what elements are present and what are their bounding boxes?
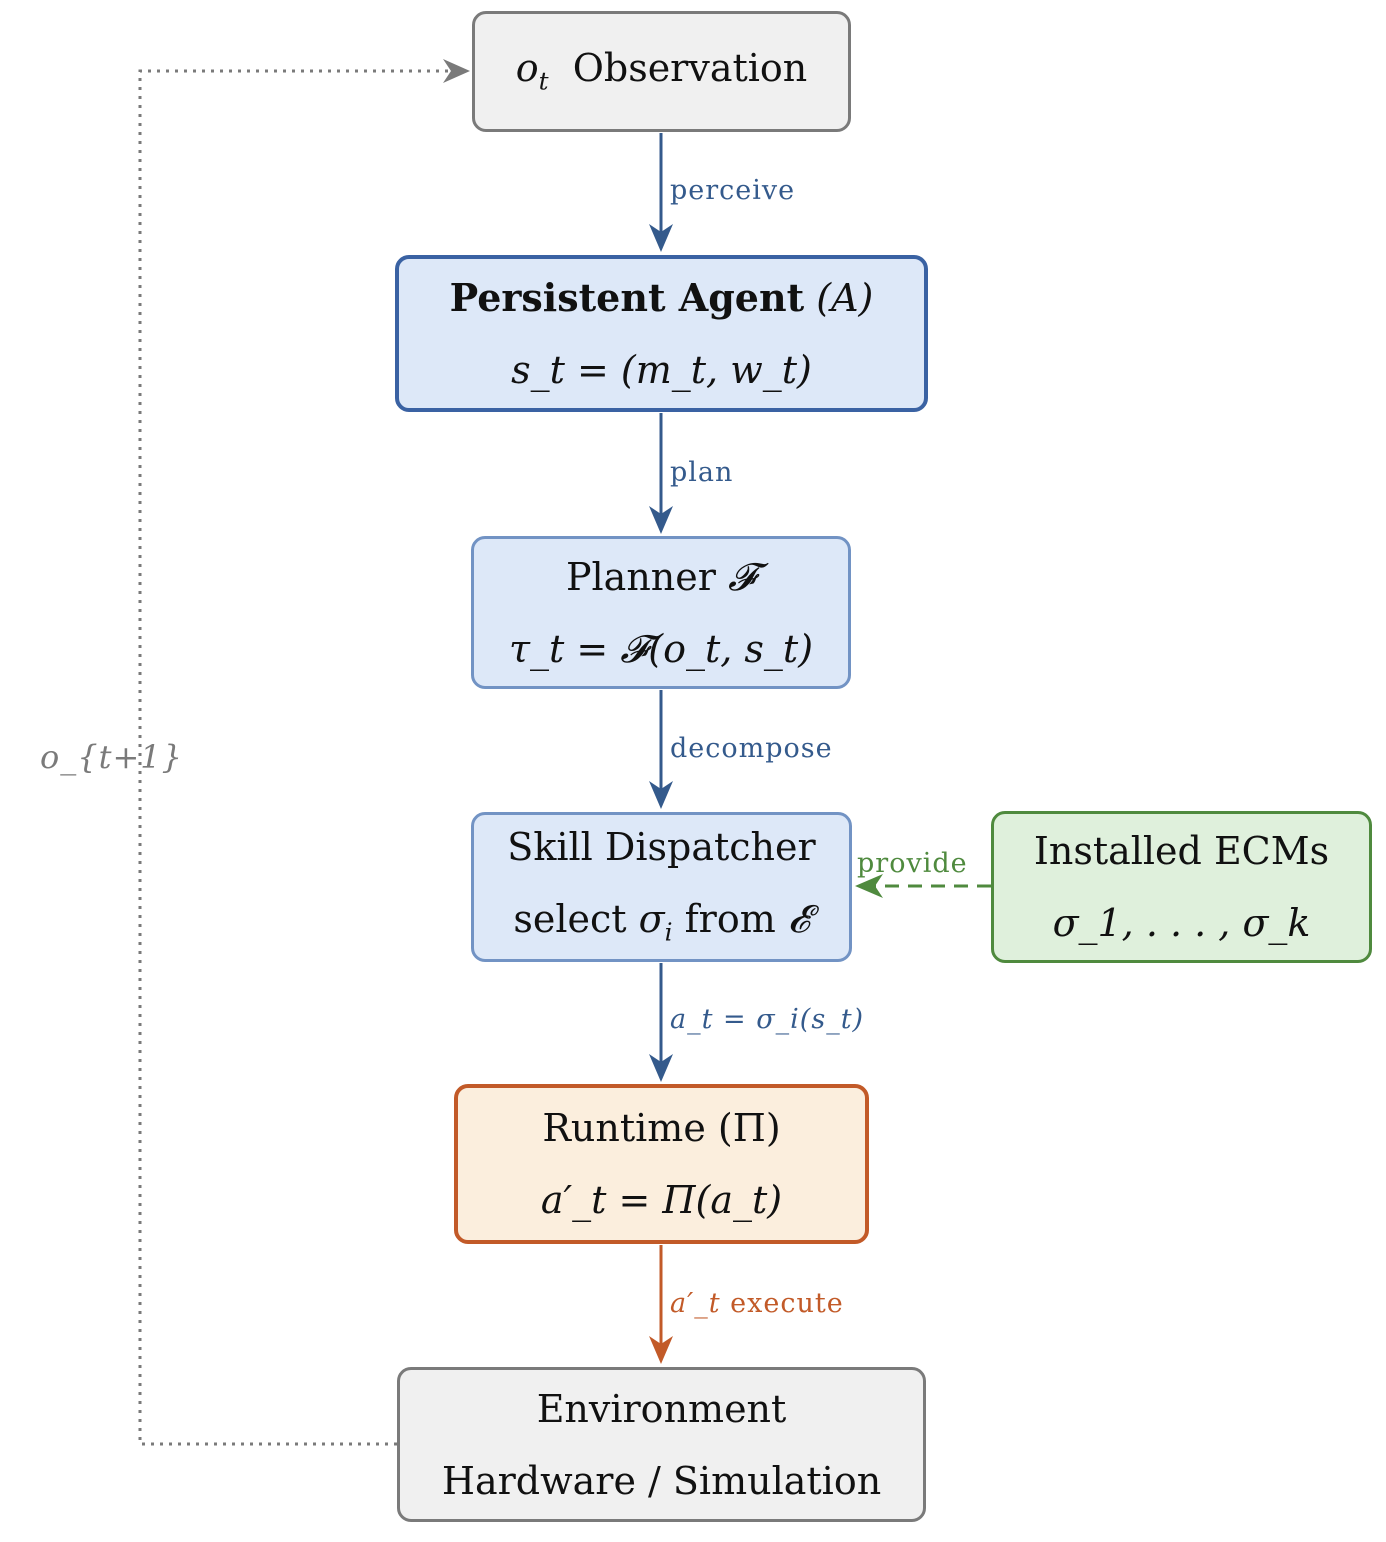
agent-title: Persistent Agent bbox=[449, 274, 805, 320]
environment-subtitle: Hardware / Simulation bbox=[441, 1458, 882, 1503]
dispatch-arrow bbox=[649, 963, 673, 1082]
planner-node: Planner 𝓕 τ_t = 𝓕(o_t, s_t) bbox=[471, 536, 851, 689]
dispatch-action-label: a_t = σ_i(s_t) bbox=[670, 1004, 865, 1035]
feedback-loop-arrow bbox=[138, 59, 470, 1446]
planner-symbol: 𝓕 bbox=[728, 554, 757, 599]
dispatcher-title: Skill Dispatcher bbox=[507, 825, 816, 870]
agent-symbol: (A) bbox=[816, 275, 874, 320]
runtime-title: Runtime (Π) bbox=[542, 1106, 781, 1150]
provide-arrow bbox=[855, 874, 991, 898]
ecms-formula: σ_1, . . . , σ_k bbox=[1052, 901, 1311, 945]
persistent-agent-node: Persistent Agent (A) s_t = (m_t, w_t) bbox=[395, 255, 928, 412]
decompose-arrow bbox=[649, 690, 673, 809]
dispatcher-set-symbol: 𝓔 bbox=[787, 897, 810, 942]
decompose-label: decompose bbox=[670, 733, 833, 764]
planner-formula: τ_t = 𝓕(o_t, s_t) bbox=[508, 626, 814, 671]
dispatcher-skill-symbol: σ bbox=[638, 897, 665, 942]
execute-text: execute bbox=[730, 1288, 844, 1319]
observation-title: Observation bbox=[572, 45, 808, 90]
runtime-formula: a′_t = Π(a_t) bbox=[540, 1178, 783, 1222]
execute-label: a′_t execute bbox=[670, 1288, 844, 1319]
skill-dispatcher-node: Skill Dispatcher select σi from 𝓔 bbox=[471, 812, 852, 962]
execute-arrow bbox=[649, 1245, 673, 1364]
observation-label: ot Observation bbox=[515, 45, 808, 96]
environment-title: Environment bbox=[536, 1386, 787, 1431]
perceive-arrow bbox=[649, 133, 673, 252]
feedback-observation-label: o_{t+1} bbox=[40, 738, 184, 776]
ecms-title: Installed ECMs bbox=[1033, 829, 1330, 873]
installed-ecms-node: Installed ECMs σ_1, . . . , σ_k bbox=[991, 811, 1372, 963]
provide-label: provide bbox=[857, 848, 968, 879]
plan-label: plan bbox=[670, 457, 734, 488]
observation-node: ot Observation bbox=[472, 11, 851, 132]
agent-state-formula: s_t = (m_t, w_t) bbox=[511, 347, 812, 392]
planner-title: Planner bbox=[565, 554, 716, 599]
perceive-label: perceive bbox=[670, 175, 796, 206]
environment-node: Environment Hardware / Simulation bbox=[397, 1367, 926, 1522]
execute-action-symbol: a′_t bbox=[670, 1288, 721, 1319]
observation-symbol: o bbox=[515, 45, 539, 90]
plan-arrow bbox=[649, 413, 673, 534]
runtime-node: Runtime (Π) a′_t = Π(a_t) bbox=[454, 1084, 869, 1244]
